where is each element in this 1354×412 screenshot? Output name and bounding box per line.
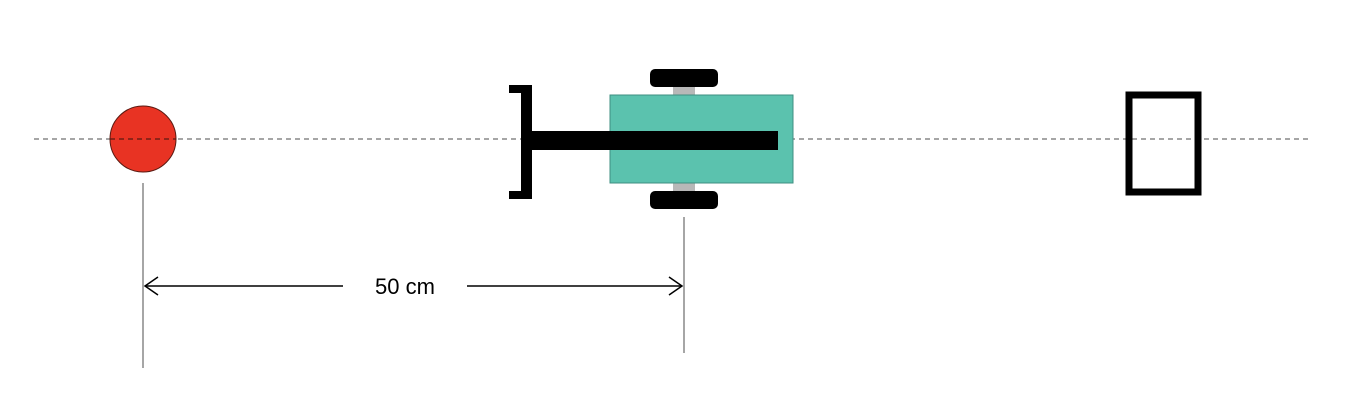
robot-gripper — [509, 85, 532, 199]
distance-label: 50 cm — [375, 274, 435, 299]
robot — [509, 69, 794, 209]
robot-wheel-bottom — [650, 191, 718, 209]
robot-arm — [527, 131, 778, 150]
robot-wheel-top — [650, 69, 718, 87]
robot-axle-bottom — [673, 181, 695, 193]
robot-axle-top — [673, 85, 695, 97]
goal — [1125, 91, 1202, 196]
arrowhead-right-icon — [668, 276, 684, 296]
arrowhead-left-icon — [143, 276, 159, 296]
